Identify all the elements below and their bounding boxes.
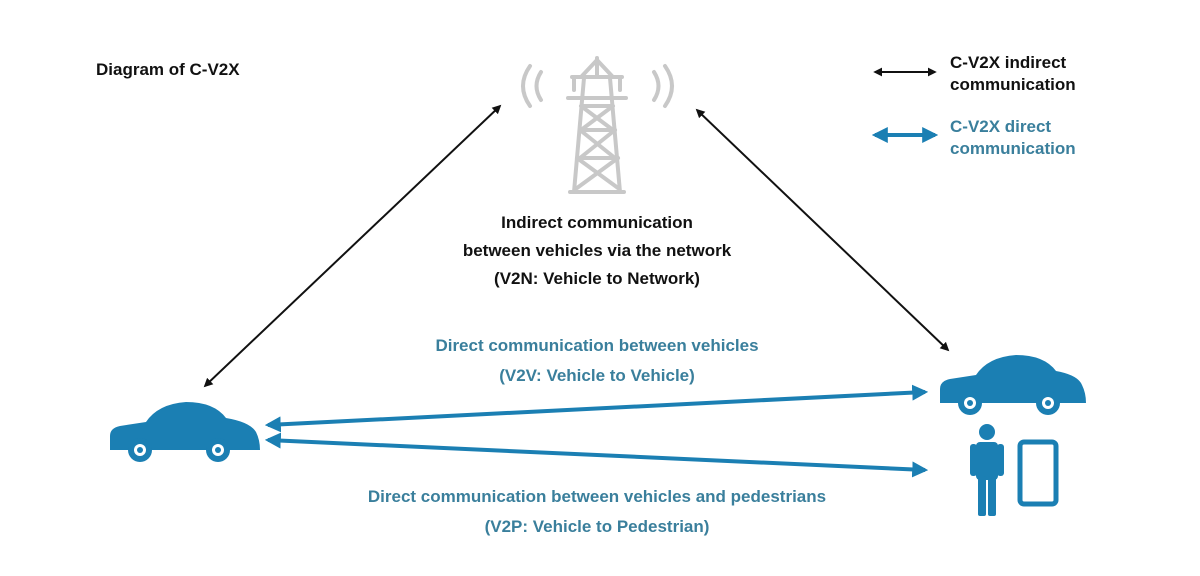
v2n-arrow-right	[695, 108, 950, 352]
v2v-arrow	[264, 384, 929, 433]
v2v-line1: Direct communication between vehicles	[435, 336, 759, 355]
person-icon	[970, 424, 1004, 516]
v2n-line1: Indirect communication	[501, 213, 693, 232]
smartphone-icon	[1017, 439, 1059, 507]
cell-tower-icon	[521, 56, 674, 194]
car-icon	[110, 402, 260, 462]
v2n-line3: (V2N: Vehicle to Network)	[494, 269, 700, 288]
v2n-line2: between vehicles via the network	[462, 241, 732, 260]
v2v-line2: (V2V: Vehicle to Vehicle)	[499, 366, 695, 385]
v2p-label: Direct communication between vehicles an…	[247, 482, 947, 542]
legend-direct-label: C-V2X direct communication	[950, 117, 1076, 158]
v2n-label: Indirect communication between vehicles …	[397, 209, 797, 293]
car-icon	[940, 355, 1086, 415]
v2v-label: Direct communication between vehicles (V…	[347, 331, 847, 391]
v2n-arrow-left	[203, 104, 502, 388]
legend-indirect-label: C-V2X indirect communication	[950, 53, 1076, 94]
v2p-arrow	[264, 432, 929, 478]
diagram-title: Diagram of C-V2X	[96, 60, 240, 79]
v2p-line1: Direct communication between vehicles an…	[367, 487, 827, 506]
v2p-line2: (V2P: Vehicle to Pedestrian)	[484, 517, 710, 536]
